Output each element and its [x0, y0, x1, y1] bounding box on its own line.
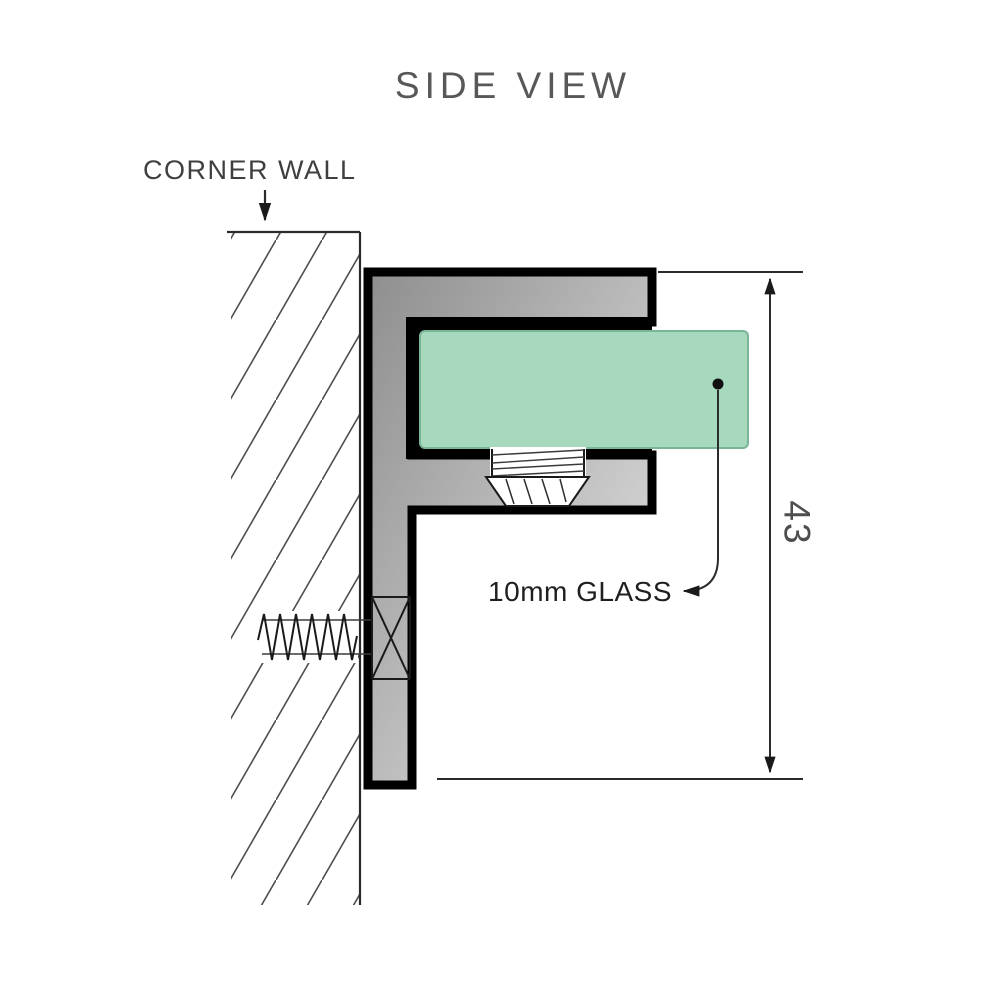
page-title: SIDE VIEW — [395, 65, 631, 106]
wall-screw-thread-coil — [257, 613, 358, 661]
grub-screw — [484, 447, 591, 507]
glass-panel — [419, 330, 749, 449]
wall-screw-head-countersink — [371, 596, 411, 680]
corner-wall-label: CORNER WALL — [143, 155, 357, 185]
grub-screw-hatch — [505, 478, 567, 505]
glass-callout: 10mm GLASS — [488, 378, 724, 607]
wall-hatching — [231, 233, 359, 905]
glass-label: 10mm GLASS — [488, 576, 672, 607]
glass-leader-line — [682, 390, 719, 597]
glass-leader-dot — [712, 378, 724, 390]
wall-screw — [256, 596, 411, 680]
wall — [227, 230, 362, 905]
dimension-43: 43 — [437, 271, 818, 780]
dimension-value: 43 — [777, 500, 818, 545]
grub-screw-threads — [491, 449, 585, 477]
